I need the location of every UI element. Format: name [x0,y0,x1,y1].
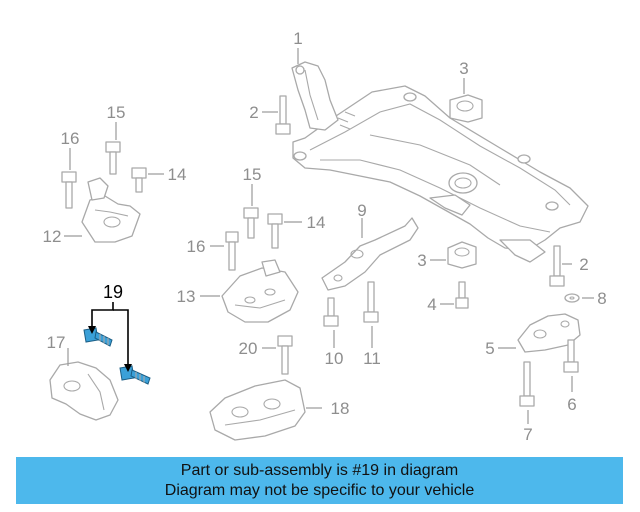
part-13-mount [221,259,299,323]
callout-1: 1 [293,29,302,48]
part-16-bolt-left [61,171,77,209]
callout-3-lower: 3 [417,251,426,270]
callout-15-left: 15 [107,103,126,122]
callout-2-upper: 2 [249,103,258,122]
part-2-bolt-right [549,245,565,287]
part-9-torque-rod [321,217,419,291]
callout-labels: 1 2 3 2 15 16 14 15 14 9 16 12 3 13 4 8 … [43,29,607,444]
banner-line-1: Part or sub-assembly is #19 in diagram [180,462,459,479]
callout-12: 12 [43,227,62,246]
callout-19: 19 [103,282,123,302]
callout-10: 10 [325,349,344,368]
part-12-mount [81,177,141,243]
part-6-bolt [563,339,579,373]
leader-lines [64,48,594,424]
callout-16-left: 16 [61,129,80,148]
callout-17: 17 [47,333,66,352]
part-19-bolt-upper[interactable] [83,327,113,347]
callout-4: 4 [427,295,436,314]
part-2-bolt-upper [275,95,291,135]
callout-18: 18 [331,399,350,418]
part-11-bolt [363,281,379,323]
part-3-mount-upper [449,94,483,123]
callout-8: 8 [597,289,606,308]
callout-16-middle: 16 [187,237,206,256]
callout-6: 6 [567,395,576,414]
callout-9: 9 [357,201,366,220]
callout-11: 11 [363,349,381,368]
part-7-bolt [519,361,535,407]
subframe [292,85,589,263]
callout-7: 7 [523,425,532,444]
callout-15-middle: 15 [243,165,262,184]
callout-13: 13 [177,287,196,306]
callout-20: 20 [239,339,258,358]
part-8-washer [564,293,580,303]
callout-3-upper: 3 [459,59,468,78]
banner-line-2: Diagram may not be specific to your vehi… [164,482,475,499]
part-17-mount [49,361,119,421]
callout-5: 5 [485,339,494,358]
callout-2-right: 2 [579,255,588,274]
part-1-bracket [291,61,339,131]
callout-14-left: 14 [168,165,187,184]
part-19-bolt-lower[interactable] [119,365,151,385]
part-4-bolt [455,281,469,309]
callout-14-middle: 14 [307,213,326,232]
part-5-bracket [517,313,581,353]
part-14-bolt-left [131,167,147,193]
part-15-bolt-left [105,141,121,175]
part-16-bolt-middle [225,231,239,271]
part-18-mount [209,379,306,441]
part-14-bolt-middle [267,213,283,249]
part-3-mount-lower [447,241,477,269]
parts-diagram: 1 2 3 2 15 16 14 15 14 9 16 12 3 13 4 8 … [43,29,607,444]
part-20-bolt [277,335,293,375]
part-15-bolt-middle [243,207,259,239]
info-banner: Part or sub-assembly is #19 in diagram D… [16,457,623,504]
part-10-bolt [323,297,339,327]
